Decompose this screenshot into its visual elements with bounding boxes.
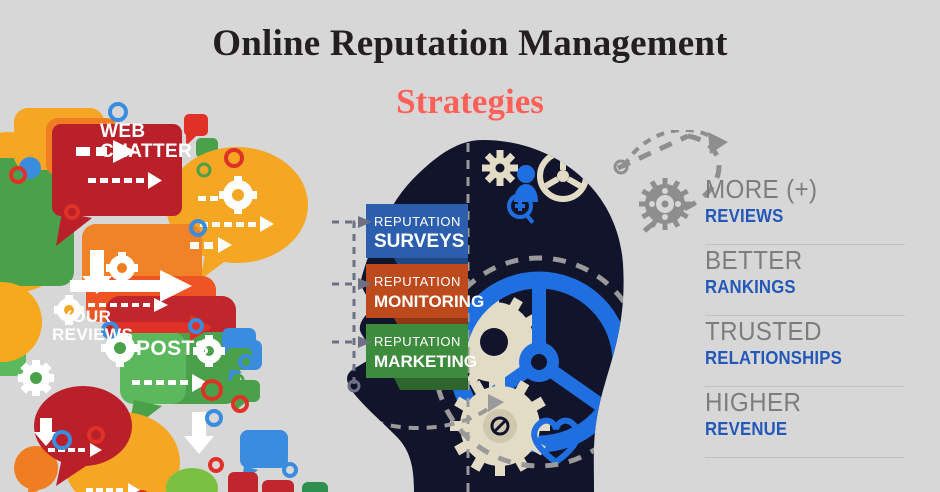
- benefit-headline: BETTER: [705, 245, 803, 275]
- benefit-item-reviews: MORE (+) REVIEWS: [705, 176, 920, 247]
- banner-surveys-bottom: SURVEYS: [374, 231, 464, 252]
- heart-icon-blue: [531, 417, 581, 466]
- benefit-subline: RANKINGS: [705, 277, 796, 297]
- banner-feeder-lines: [332, 220, 358, 384]
- flow-connector: [613, 130, 728, 236]
- bubble-label-posts: POSTS: [136, 337, 210, 360]
- benefits-list: MORE (+) REVIEWS BETTER RANKINGS TRUSTED…: [705, 176, 920, 460]
- benefit-item-rankings: BETTER RANKINGS: [705, 247, 920, 318]
- bubble-label-web-chatter: WEB CHATTER: [100, 121, 193, 162]
- benefit-divider: [705, 315, 905, 316]
- benefit-subline: REVIEWS: [705, 206, 784, 226]
- benefit-headline: HIGHER: [705, 387, 802, 417]
- benefit-divider: [705, 386, 905, 387]
- gear-icon-gray: [639, 178, 691, 230]
- head-diagram: REPUTATION SURVEYS REPUTATION MONITORING…: [318, 136, 638, 492]
- bubble-cluster: WEB CHATTER YOUR REVIEWS POSTS: [0, 100, 330, 492]
- banner-monitoring-top: REPUTATION: [374, 274, 461, 289]
- bubble-label-your-reviews: YOUR REVIEWS: [52, 307, 134, 344]
- banner-monitoring-bottom: MONITORING: [374, 292, 484, 311]
- banner-surveys-top: REPUTATION: [374, 214, 461, 229]
- page-title: Online Reputation Management: [212, 23, 728, 64]
- benefit-item-relationships: TRUSTED RELATIONSHIPS: [705, 318, 920, 389]
- head-graphic: REPUTATION SURVEYS REPUTATION MONITORING…: [332, 140, 624, 492]
- bubble-cluster-graphic: [0, 102, 328, 492]
- gear-icon-small-cream: [482, 150, 518, 186]
- page-subtitle: Strategies: [396, 82, 544, 121]
- banner-marketing: [366, 324, 468, 390]
- benefit-divider: [705, 457, 905, 458]
- benefit-headline: MORE (+): [705, 174, 818, 204]
- benefit-item-revenue: HIGHER REVENUE: [705, 389, 920, 460]
- user-search-icon: [507, 165, 538, 224]
- benefit-divider: [705, 244, 905, 245]
- benefit-subline: RELATIONSHIPS: [705, 348, 842, 368]
- banner-marketing-top: REPUTATION: [374, 334, 461, 349]
- dashed-ring: [432, 255, 624, 469]
- benefit-headline: TRUSTED: [705, 316, 822, 346]
- banner-marketing-bottom: MARKETING: [374, 352, 477, 371]
- benefit-subline: REVENUE: [705, 419, 788, 439]
- bottom-flow-arrow: [347, 402, 496, 430]
